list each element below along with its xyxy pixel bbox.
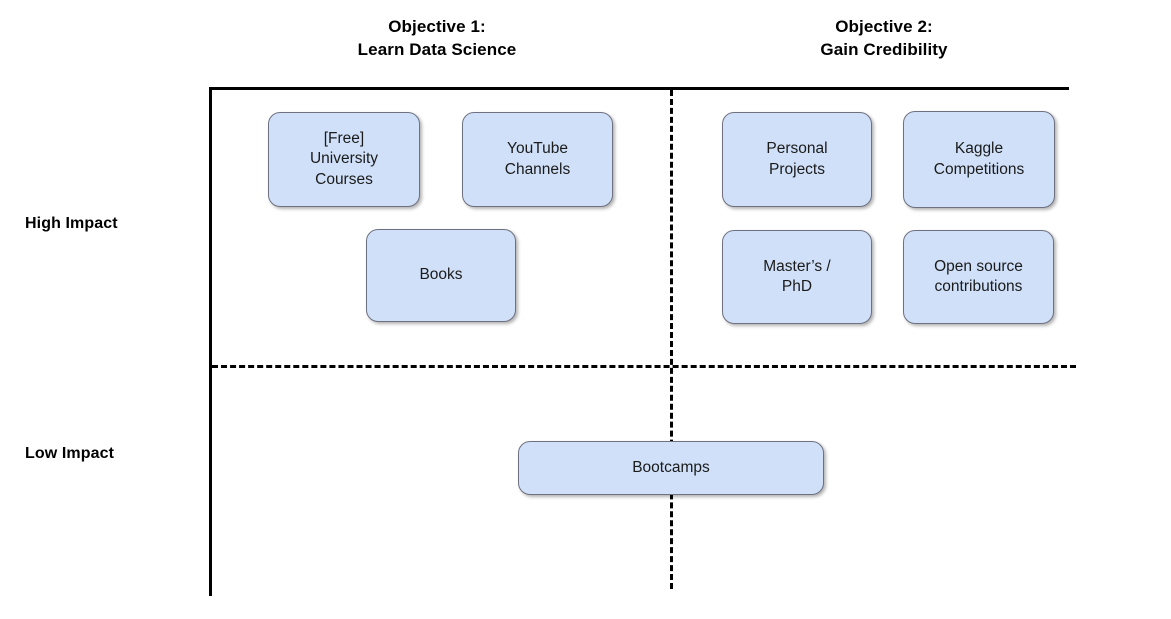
column-header-objective-1-line2: Learn Data Science: [357, 39, 517, 59]
item-kaggle-competitions[interactable]: Kaggle Competitions: [903, 111, 1055, 208]
column-header-objective-2-line2: Gain Credibility: [820, 39, 948, 59]
objective-divider-dashed-line: [670, 90, 673, 589]
item-books[interactable]: Books: [366, 229, 516, 322]
item-personal-projects[interactable]: Personal Projects: [722, 112, 872, 207]
item-open-source-contributions[interactable]: Open source contributions: [903, 230, 1054, 324]
horizontal-axis-line: [209, 87, 1069, 90]
item-free-university-courses[interactable]: [Free] University Courses: [268, 112, 420, 207]
item-youtube-channels[interactable]: YouTube Channels: [462, 112, 613, 207]
vertical-axis-line: [209, 88, 212, 596]
column-header-objective-2: Objective 2: Gain Credibility: [734, 16, 1034, 62]
item-bootcamps[interactable]: Bootcamps: [518, 441, 824, 495]
column-header-objective-2-line1: Objective 2:: [835, 17, 933, 36]
column-header-objective-1-line1: Objective 1:: [388, 17, 486, 36]
row-label-high-impact: High Impact: [25, 215, 118, 232]
row-label-low-impact: Low Impact: [25, 445, 115, 462]
column-header-objective-1: Objective 1: Learn Data Science: [287, 16, 587, 62]
impact-divider-dashed-line: [212, 365, 1076, 368]
item-masters-phd[interactable]: Master’s / PhD: [722, 230, 872, 324]
